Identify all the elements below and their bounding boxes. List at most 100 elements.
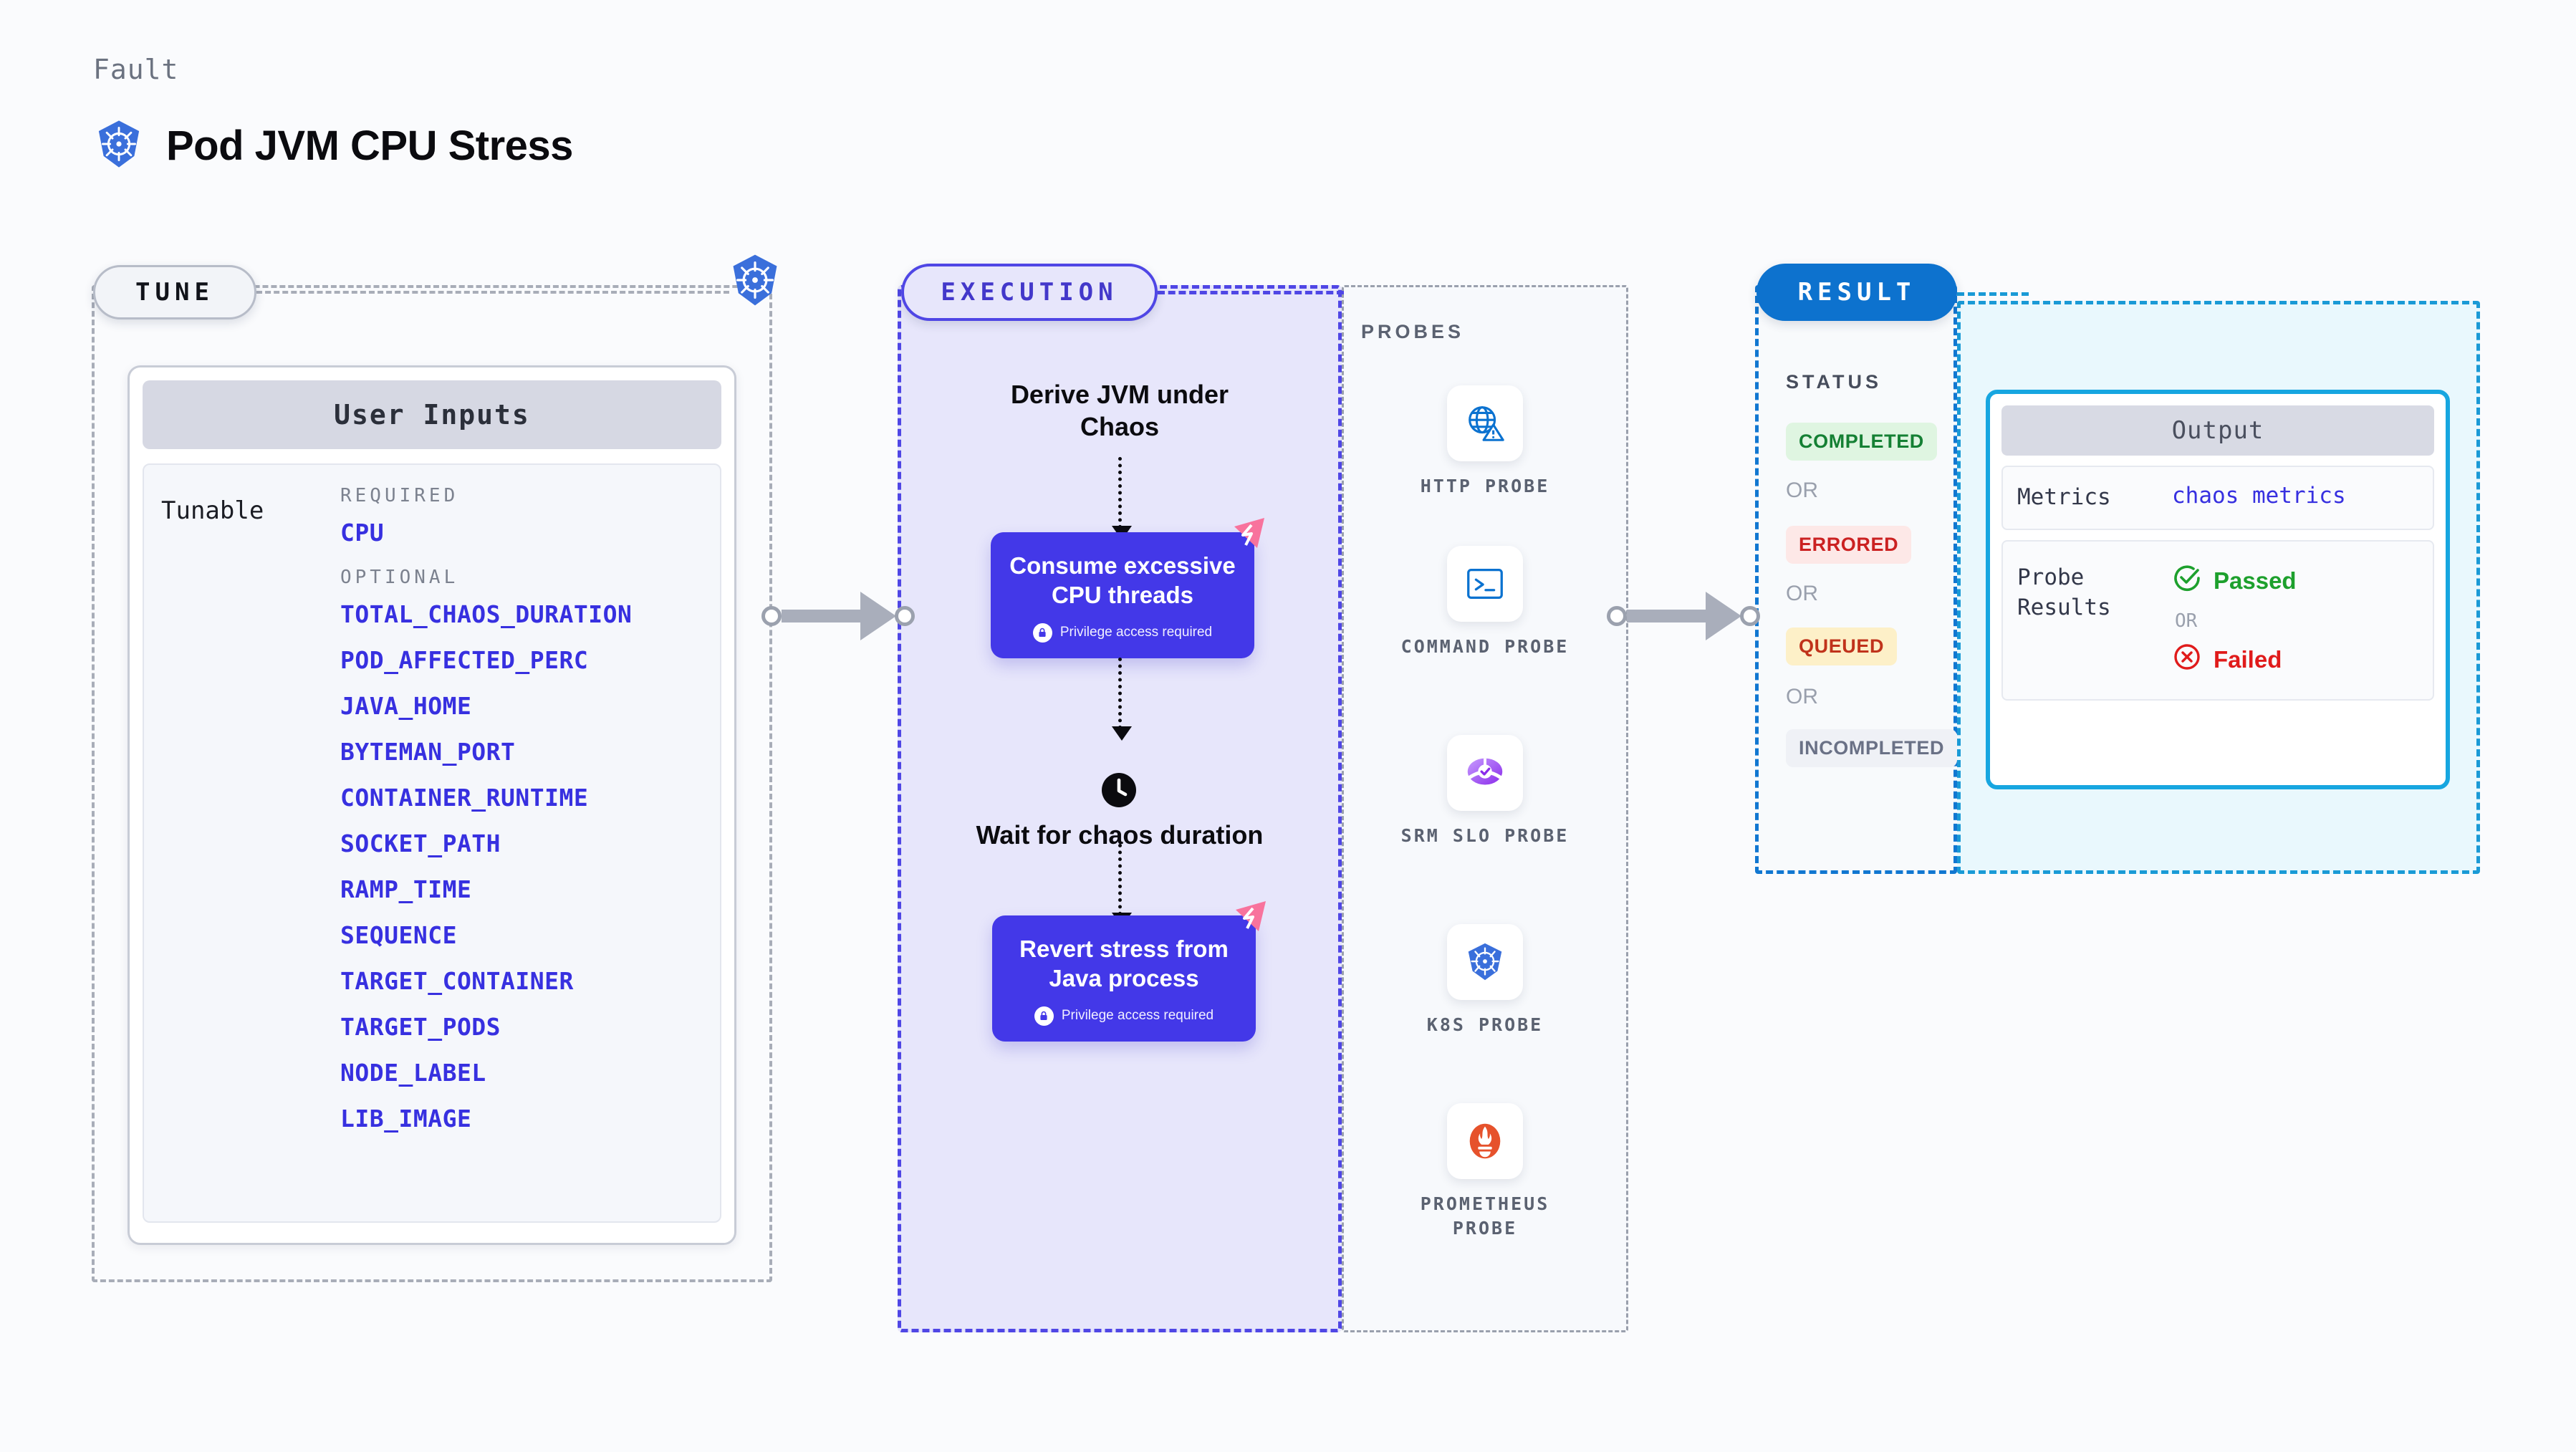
parameter-list: REQUIRED CPU OPTIONAL TOTAL_CHAOS_DURATI…: [340, 485, 706, 1207]
connector-dot-icon: [1607, 606, 1627, 626]
privilege-note-text: Privilege access required: [1059, 625, 1213, 640]
connector-dot-icon: [1740, 606, 1760, 626]
privilege-note: Privilege access required: [1008, 1006, 1240, 1026]
execution-dashed-connector: [1158, 291, 1344, 294]
srm-slo-icon: [1447, 735, 1523, 811]
execution-step-revert-title: Revert stress from Java process: [1019, 936, 1229, 992]
terminal-icon: [1447, 546, 1523, 622]
probe-label: PROMETHEUS PROBE: [1420, 1193, 1550, 1239]
param-target-container[interactable]: TARGET_CONTAINER: [340, 967, 574, 995]
connector-dot-icon: [761, 606, 782, 626]
flow-arrow-down-icon: [1112, 658, 1132, 741]
probe-label: SRM SLO PROBE: [1400, 825, 1570, 846]
param-lib-image[interactable]: LIB_IMAGE: [340, 1105, 472, 1133]
output-probe-results-key: Probe Results: [2017, 564, 2111, 620]
connector-bar: [1627, 610, 1706, 622]
param-pod-affected-perc[interactable]: POD_AFFECTED_PERC: [340, 646, 589, 674]
probe-results-values: Passed OR Failed: [2172, 563, 2297, 678]
status-section-label: STATUS: [1786, 371, 1882, 393]
execution-step-start: Derive JVM under Chaos: [1010, 380, 1229, 441]
lock-icon: [1032, 622, 1052, 643]
required-section-label: REQUIRED: [340, 485, 459, 506]
output-probe-results-row: Probe Results Passed OR: [2001, 539, 2434, 701]
fault-eyebrow-label: Fault: [93, 54, 179, 85]
flow-arrow-down-icon: [1112, 457, 1132, 540]
probe-result-failed-label: Failed: [2214, 645, 2282, 673]
x-circle-icon: [2172, 642, 2202, 678]
connector-execution-to-result: [1607, 592, 1760, 640]
probe-item-http[interactable]: HTTP PROBE: [1399, 385, 1571, 499]
probe-item-srm-slo[interactable]: SRM SLO PROBE: [1399, 735, 1571, 848]
harness-badge-icon: [1231, 898, 1270, 937]
page-title-row: Pod JVM CPU Stress: [93, 118, 573, 173]
check-circle-icon: [2172, 563, 2202, 599]
output-card-title: Output: [2001, 405, 2434, 456]
flow-arrow-down-icon: [1112, 844, 1132, 927]
result-status-region: [1755, 285, 1957, 874]
probes-section-label: PROBES: [1361, 321, 1465, 342]
page-title: Pod JVM CPU Stress: [166, 122, 573, 169]
param-cpu[interactable]: CPU: [340, 519, 385, 547]
param-node-label[interactable]: NODE_LABEL: [340, 1059, 486, 1087]
tune-dashed-connector: [256, 291, 729, 294]
clock-icon: [1101, 772, 1137, 808]
connector-tune-to-execution: [761, 592, 915, 640]
param-total-chaos-duration[interactable]: TOTAL_CHAOS_DURATION: [340, 600, 633, 628]
optional-section-label: OPTIONAL: [340, 567, 459, 588]
param-ramp-time[interactable]: RAMP_TIME: [340, 875, 472, 903]
probe-result-passed: Passed: [2172, 563, 2297, 599]
param-java-home[interactable]: JAVA_HOME: [340, 692, 472, 720]
probe-result-failed: Failed: [2172, 642, 2297, 678]
status-or-2: OR: [1786, 582, 1818, 605]
kubernetes-icon: [727, 252, 783, 308]
tune-region: [92, 285, 772, 1282]
probe-label: K8S PROBE: [1426, 1014, 1544, 1035]
param-socket-path[interactable]: SOCKET_PATH: [340, 830, 501, 857]
connector-arrow-icon: [1706, 592, 1741, 640]
privilege-note-text: Privilege access required: [1061, 1008, 1214, 1023]
status-badge-queued: QUEUED: [1786, 628, 1898, 665]
result-dashed-connector: [1957, 292, 2029, 296]
execution-step-chaos-title: Consume excessive CPU threads: [1009, 552, 1236, 609]
probe-result-or: OR: [2175, 610, 2198, 632]
prometheus-icon: [1447, 1103, 1523, 1179]
stage-pill-result[interactable]: RESULT: [1756, 264, 1957, 321]
probe-label: HTTP PROBE: [1420, 476, 1550, 496]
kubernetes-icon: [1447, 924, 1523, 1000]
status-or-1: OR: [1786, 479, 1818, 502]
kubernetes-icon: [93, 118, 145, 173]
user-inputs-card: User Inputs Tunable REQUIRED CPU OPTIONA…: [128, 365, 736, 1245]
stage-pill-execution[interactable]: EXECUTION: [901, 264, 1158, 321]
stage-pill-tune[interactable]: TUNE: [93, 265, 256, 319]
privilege-note: Privilege access required: [1006, 622, 1239, 643]
status-badge-completed: COMPLETED: [1786, 423, 1937, 461]
param-byteman-port[interactable]: BYTEMAN_PORT: [340, 738, 516, 766]
probe-item-command[interactable]: COMMAND PROBE: [1399, 546, 1571, 659]
probe-item-k8s[interactable]: K8S PROBE: [1399, 924, 1571, 1037]
status-badge-errored: ERRORED: [1786, 526, 1912, 564]
param-target-pods[interactable]: TARGET_PODS: [340, 1013, 501, 1041]
param-sequence[interactable]: SEQUENCE: [340, 921, 457, 949]
output-metrics-row: Metrics chaos metrics: [2001, 466, 2434, 530]
output-metrics-value[interactable]: chaos metrics: [2172, 483, 2346, 509]
output-metrics-key: Metrics: [2017, 484, 2111, 510]
user-inputs-title: User Inputs: [143, 380, 721, 449]
connector-bar: [782, 610, 860, 622]
connector-dot-icon: [895, 606, 915, 626]
probe-label: COMMAND PROBE: [1400, 636, 1570, 657]
tunable-label: Tunable: [161, 496, 264, 525]
param-container-runtime[interactable]: CONTAINER_RUNTIME: [340, 784, 589, 812]
connector-arrow-icon: [860, 592, 896, 640]
globe-warning-icon: [1447, 385, 1523, 461]
execution-flow: Derive JVM under Chaos Consume excessive…: [898, 285, 1342, 1332]
lock-icon: [1034, 1006, 1054, 1026]
execution-step-revert-card[interactable]: Revert stress from Java process Privileg…: [992, 901, 1266, 1042]
execution-step-chaos-card[interactable]: Consume excessive CPU threads Privilege …: [991, 518, 1264, 658]
user-inputs-body: Tunable REQUIRED CPU OPTIONAL TOTAL_CHAO…: [143, 463, 721, 1223]
output-card: Output Metrics chaos metrics Probe Resul…: [1986, 390, 2450, 789]
harness-badge-icon: [1230, 515, 1269, 554]
probe-item-prometheus[interactable]: PROMETHEUS PROBE: [1399, 1103, 1571, 1241]
probe-result-passed-label: Passed: [2214, 567, 2297, 594]
status-or-3: OR: [1786, 685, 1818, 708]
